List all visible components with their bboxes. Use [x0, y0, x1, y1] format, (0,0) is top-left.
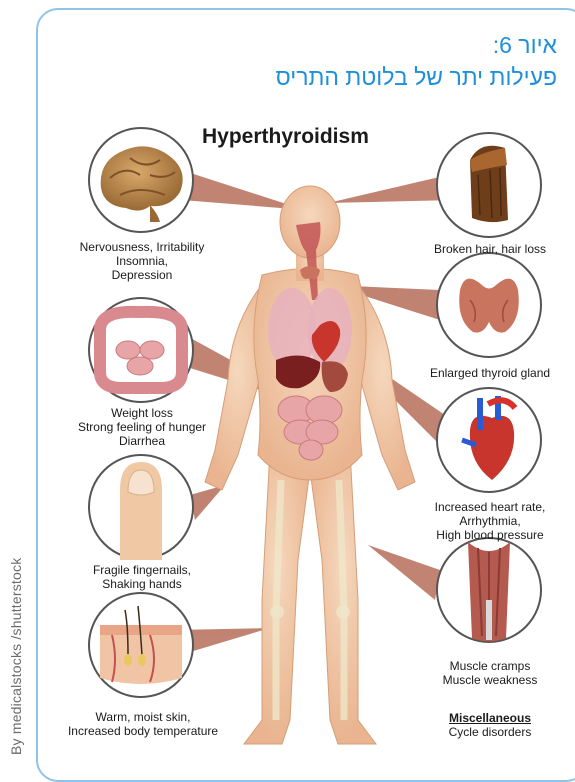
pointer-muscle [368, 545, 440, 600]
circle-hair [437, 133, 541, 237]
caption-nail: Fragile fingernails, Shaking hands [72, 563, 212, 591]
circle-thyroid [437, 253, 541, 357]
caption-thyroid: Enlarged thyroid gland [420, 366, 560, 380]
caption-brain: Nervousness, Irritability Insomnia, Depr… [72, 240, 212, 282]
circle-skin [89, 593, 193, 697]
caption-intestine: Weight loss Strong feeling of hunger Dia… [72, 406, 212, 448]
circle-intestine [89, 298, 193, 402]
caption-hair: Broken hair, hair loss [425, 242, 555, 256]
figure-label: איור 6: [493, 30, 557, 60]
pointer-nail [190, 485, 225, 520]
circle-heart [437, 388, 541, 492]
caption-skin: Warm, moist skin, Increased body tempera… [58, 710, 228, 738]
pointer-hair [328, 175, 455, 203]
illustration-title: Hyperthyroidism [202, 125, 369, 149]
caption-misc: Miscellaneous Cycle disorders [420, 711, 560, 739]
misc-heading: Miscellaneous [420, 711, 560, 725]
circle-brain [89, 128, 193, 232]
human-body [205, 186, 415, 744]
caption-muscle: Muscle cramps Muscle weakness [420, 659, 560, 687]
circle-nail [89, 455, 193, 560]
circle-muscle [437, 538, 541, 642]
caption-heart: Increased heart rate, Arrhythmia, High b… [420, 500, 560, 542]
figure-title: פעילות יתר של בלוטת התריס [276, 62, 557, 92]
photo-credit: By medicalstocks /shutterstock [8, 558, 24, 755]
